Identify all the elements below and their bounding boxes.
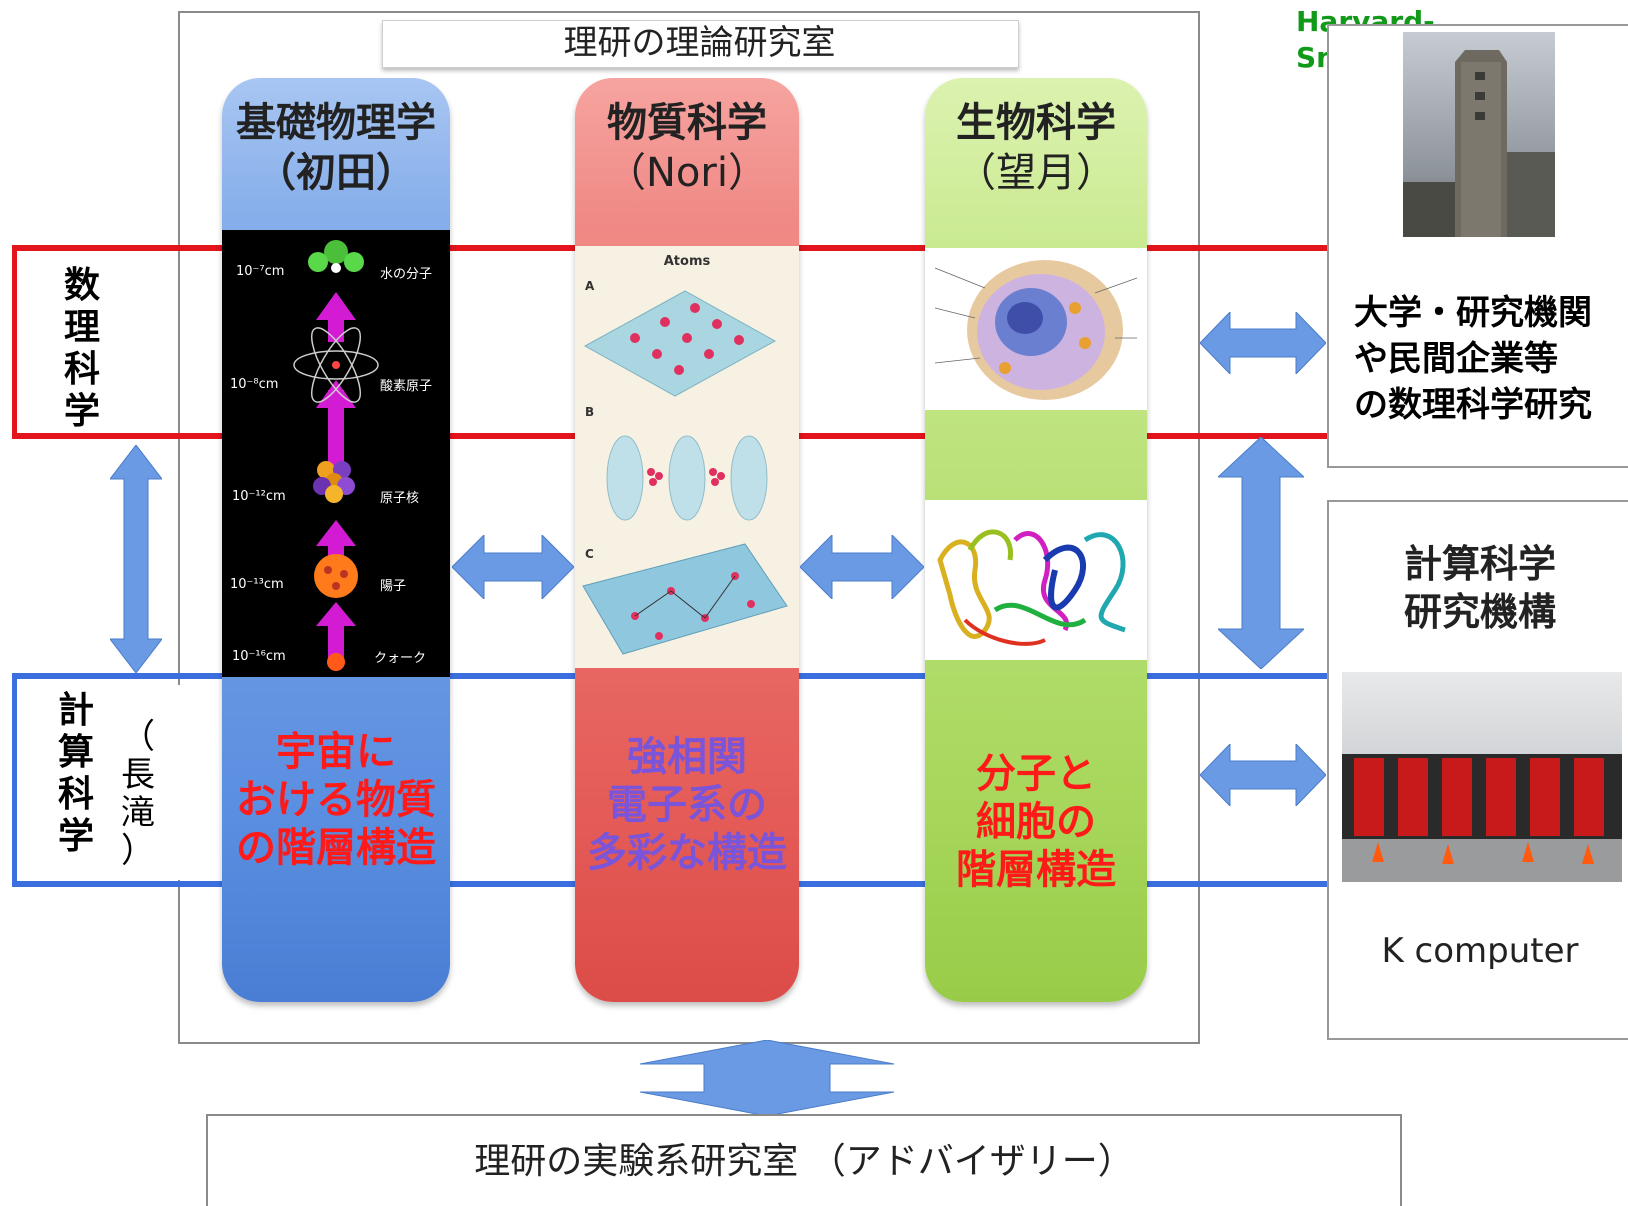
atoms-figure: Atoms A B C [575,246,799,668]
ccs-text: 計算科学 研究機構 [1340,540,1620,636]
comp-person-label: （長滝） [121,717,155,871]
math-comp-arrow [110,445,162,673]
scale-label-4: 陽子 [380,579,406,594]
ccs-text-line-1: 計算科学 [1403,542,1556,586]
kcomputer-label: K computer [1381,931,1579,971]
university-tower-photo [1403,32,1555,237]
physics-person: （初田） [256,150,416,196]
univ-arrow [1200,312,1326,374]
matter-body: 強相関 電子系の 多彩な構造 [575,733,799,877]
scale-label-3: 原子核 [380,491,419,506]
matter-bio-arrow [800,535,924,599]
physics-column: 基礎物理学 （初田） [222,78,450,1002]
scale-size-1: 10⁻⁷cm [236,264,284,279]
physics-body-line-1: 宇宙に [276,729,396,775]
panel-a-label: A [585,279,595,293]
bio-column: 生物科学 （望月） 分子と 細胞の 階層構造 [925,78,1147,1002]
cell-image [925,248,1147,410]
theory-lab-title-box [382,20,1019,68]
bio-body-line-3: 階層構造 [956,847,1116,893]
bio-body: 分子と 細胞の 階層構造 [925,750,1147,894]
comp-band-label: 計算科学 [57,690,94,857]
physics-body: 宇宙に おける物質 の階層構造 [222,728,450,872]
scale-label-2: 酸素原子 [380,379,432,394]
scale-label-5: クォーク [374,651,426,666]
matter-title: 物質科学 [607,100,767,146]
scale-size-5: 10⁻¹⁶cm [232,649,286,664]
matter-body-line-1: 強相関 [627,734,747,780]
matter-hierarchy-image: 10⁻⁷cm 水の分子 10⁻⁸cm 酸素原子 10⁻¹²cm 原子核 10⁻¹… [222,230,450,677]
theory-lab-title: 理研の理論研究室 [563,23,836,63]
scale-size-2: 10⁻⁸cm [230,377,278,392]
physics-title: 基礎物理学 [236,100,436,146]
bio-body-line-1: 分子と [976,751,1096,797]
math-label-bg [20,255,170,430]
univ-text-line-2: や民間企業等 [1354,339,1558,379]
matter-body-line-2: 電子系の [607,782,767,828]
protein-image [925,500,1147,660]
panel-c-label: C [585,547,594,561]
math-band [12,245,1622,440]
physics-matter-arrow [452,535,574,599]
matter-column: 物質科学 （Nori） Atoms A B C [575,78,799,1002]
physics-body-line-3: の階層構造 [236,825,436,871]
bio-person: （望月） [956,150,1116,196]
matter-person: （Nori） [606,150,768,196]
kcomputer-photo [1342,672,1622,882]
scale-size-4: 10⁻¹³cm [230,577,284,592]
matter-body-line-3: 多彩な構造 [587,830,787,876]
kcomputer-arrow [1200,744,1326,806]
comp-band [12,673,1622,889]
univ-text-line-1: 大学・研究機関 [1354,293,1592,333]
atoms-figure-title: Atoms [664,254,711,269]
vertical-right-arrow [1218,437,1304,669]
panel-b-label: B [585,405,594,419]
bio-body-line-2: 細胞の [976,799,1096,845]
experimental-lab-label: 理研の実験系研究室 （アドバイザリー） [474,1141,1134,1182]
univ-text: 大学・研究機関 や民間企業等 の数理科学研究 [1350,290,1596,428]
physics-body-line-2: おける物質 [236,777,436,823]
scale-size-3: 10⁻¹²cm [232,489,286,504]
bottom-arrow [640,1040,894,1116]
scale-label-1: 水の分子 [380,267,432,282]
math-band-label: 数理科学 [63,265,100,432]
bio-title: 生物科学 [956,100,1116,146]
univ-text-line-3: の数理科学研究 [1354,385,1592,425]
experimental-lab-box [206,1114,1402,1206]
comp-label-bg [20,685,180,880]
ccs-text-line-2: 研究機構 [1403,590,1556,634]
